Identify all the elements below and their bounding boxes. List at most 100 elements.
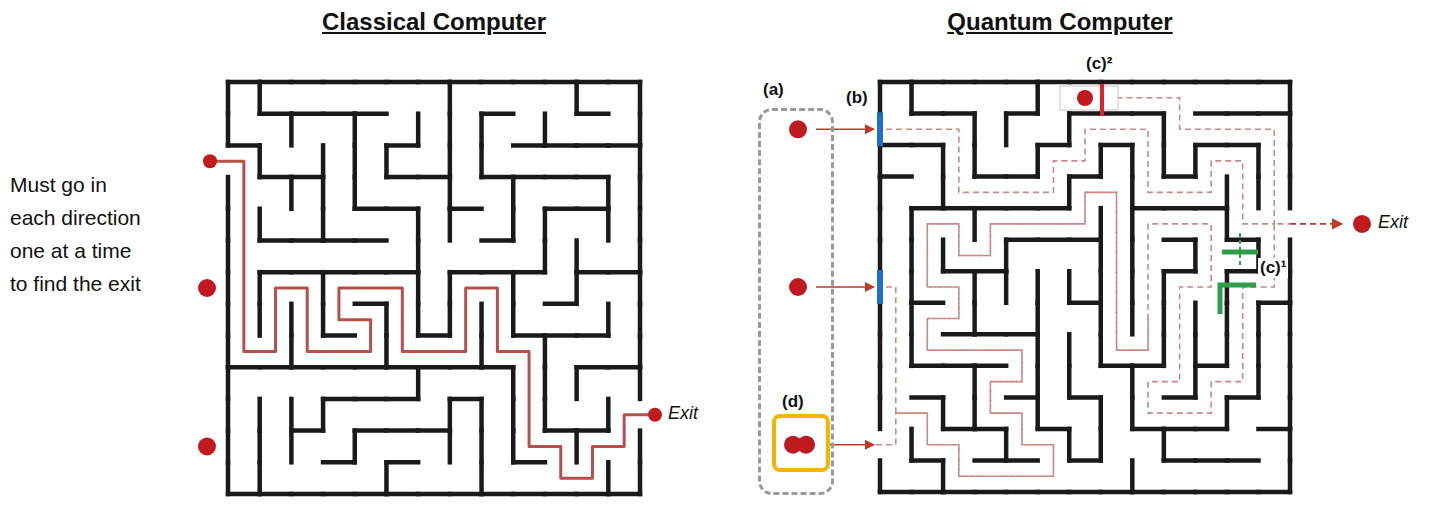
maze-wall	[450, 270, 482, 275]
maze-wall	[606, 209, 611, 241]
maze-wall	[257, 304, 262, 336]
maze-wall	[574, 82, 579, 114]
maze-wall	[1038, 80, 1070, 85]
maze-wall	[416, 114, 421, 146]
maze-wall	[1193, 303, 1198, 335]
maze-wall	[1035, 334, 1040, 366]
maze-wall	[479, 431, 484, 463]
maze-wall	[943, 364, 975, 369]
maze-wall	[1225, 334, 1230, 366]
maze-wall	[448, 399, 453, 431]
red-dot	[198, 437, 216, 455]
maze-wall	[289, 431, 294, 463]
maze-wall	[1225, 208, 1230, 240]
maze-wall	[543, 240, 548, 272]
maze-wall	[912, 490, 944, 495]
exit-label: Exit	[1378, 212, 1408, 234]
maze-wall	[1035, 271, 1040, 303]
maze-wall	[291, 270, 323, 275]
maze-wall	[1227, 237, 1259, 242]
maze-wall	[1067, 334, 1072, 366]
maze-wall	[545, 143, 577, 148]
maze-wall	[323, 492, 355, 497]
maze-wall	[1193, 334, 1198, 366]
maze-wall	[1256, 145, 1261, 177]
maze-wall	[909, 240, 914, 272]
maze-wall	[291, 238, 323, 243]
maze-wall	[226, 367, 231, 399]
maze-wall	[355, 397, 387, 402]
maze-wall	[321, 272, 326, 304]
maze-wall	[1288, 114, 1293, 146]
maze-wall	[972, 208, 977, 240]
red-dot	[203, 154, 217, 168]
maze-wall	[1035, 145, 1040, 177]
heading: Classical Computer	[300, 8, 568, 37]
maze-wall	[226, 272, 231, 304]
maze-wall	[1162, 303, 1167, 335]
maze-wall	[323, 365, 355, 370]
maze-wall	[511, 304, 516, 336]
highlight-box	[1060, 86, 1118, 110]
maze-wall	[1069, 395, 1101, 400]
red-barrier	[1100, 84, 1104, 116]
maze-wall	[545, 333, 577, 338]
maze-wall	[1227, 143, 1259, 148]
maze-wall	[226, 114, 231, 146]
maze-wall	[912, 143, 944, 148]
maze-wall	[1067, 114, 1072, 146]
solution-path	[212, 161, 652, 478]
maze-wall	[291, 365, 323, 370]
maze-wall	[1195, 80, 1227, 85]
maze-wall	[1069, 458, 1101, 463]
maze-wall	[577, 207, 609, 212]
maze-wall	[912, 395, 944, 400]
maze-wall	[1258, 111, 1290, 116]
maze-wall	[880, 143, 912, 148]
maze-wall	[323, 333, 355, 338]
maze-wall	[1225, 397, 1230, 429]
maze-wall	[479, 462, 484, 494]
maze-wall	[1006, 395, 1038, 400]
maze-wall	[1258, 427, 1290, 432]
maze-wall	[1069, 490, 1101, 495]
maze-wall	[1258, 80, 1290, 85]
maze-wall	[1164, 237, 1196, 242]
maze-wall	[975, 332, 1007, 337]
maze-wall	[543, 114, 548, 146]
maze-wall	[1035, 303, 1040, 335]
maze-wall	[909, 208, 914, 240]
maze-wall	[972, 114, 977, 146]
maze-wall	[1038, 206, 1070, 211]
maze-wall	[975, 458, 1007, 463]
maze-wall	[226, 399, 231, 431]
maze-wall	[226, 240, 231, 272]
maze-wall	[384, 304, 389, 336]
maze-wall	[1227, 269, 1259, 274]
maze-wall	[638, 431, 643, 463]
maze-wall	[1069, 237, 1101, 242]
maze-wall	[1099, 271, 1104, 303]
maze-wall	[1069, 301, 1101, 306]
maze-wall	[1288, 303, 1293, 335]
blocked-path	[886, 192, 1148, 476]
maze-wall	[355, 492, 387, 497]
maze-wall	[975, 427, 1007, 432]
maze-wall	[1256, 303, 1261, 335]
maze-wall	[479, 399, 484, 431]
maze-wall	[479, 114, 484, 146]
red-dot	[648, 408, 662, 422]
heading: Quantum Computer	[925, 8, 1195, 37]
maze-wall	[606, 399, 611, 431]
maze-wall	[260, 175, 292, 180]
maze-wall	[448, 304, 453, 336]
maze-wall	[1101, 364, 1133, 369]
maze-wall	[577, 80, 609, 85]
maze-wall	[1035, 397, 1040, 429]
maze-wall	[1130, 145, 1135, 177]
maze-wall	[416, 272, 421, 304]
maze-wall	[1193, 145, 1198, 177]
maze-wall	[545, 80, 577, 85]
maze-wall	[1164, 490, 1196, 495]
maze-wall	[1099, 334, 1104, 366]
